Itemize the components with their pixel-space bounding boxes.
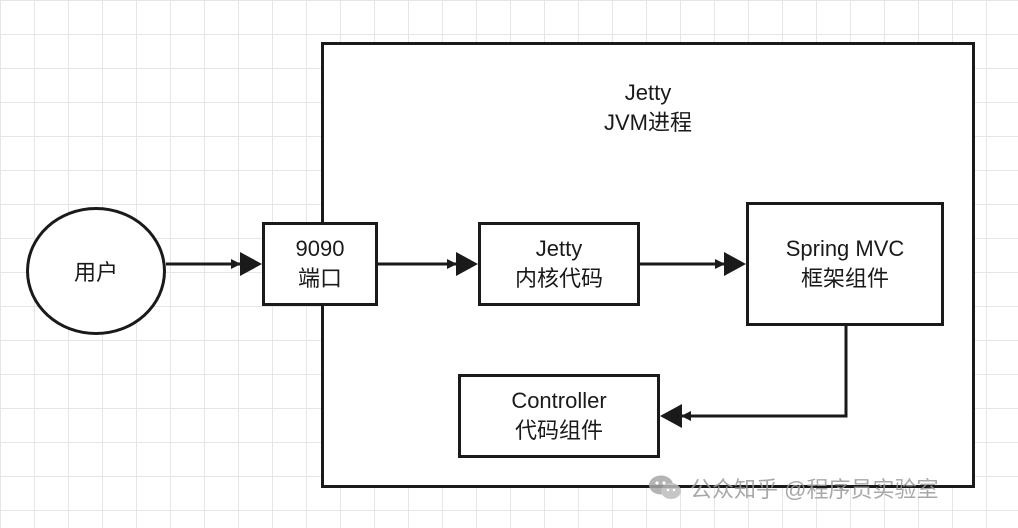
controller-node: Controller 代码组件: [458, 374, 660, 458]
spring-mvc-line1: Spring MVC: [785, 236, 905, 261]
arrow-spring-mvc-to-controller: [681, 326, 848, 421]
wechat-icon: [648, 474, 682, 502]
port-label: 端口: [297, 266, 342, 291]
user-label: 用户: [73, 260, 118, 285]
spring-mvc-node: Spring MVC 框架组件: [746, 202, 944, 326]
port-node: 9090 端口: [262, 222, 378, 306]
spring-mvc-line2: 框架组件: [800, 266, 889, 291]
jetty-core-line1: Jetty: [535, 236, 583, 261]
jvm-process-title-line1: Jetty: [624, 80, 672, 105]
watermark: 公众知乎 @程序员实验室: [648, 470, 938, 506]
watermark-text: 公众知乎 @程序员实验室: [690, 477, 939, 502]
user-node: 用户: [26, 207, 166, 335]
controller-line2: 代码组件: [514, 418, 603, 443]
jetty-core-line2: 内核代码: [514, 266, 603, 291]
controller-line1: Controller: [511, 388, 607, 413]
port-number: 9090: [295, 236, 345, 261]
jvm-process-label: Jetty JVM进程: [321, 78, 975, 138]
jetty-core-node: Jetty 内核代码: [478, 222, 640, 306]
jvm-process-title-line2: JVM进程: [603, 110, 692, 135]
